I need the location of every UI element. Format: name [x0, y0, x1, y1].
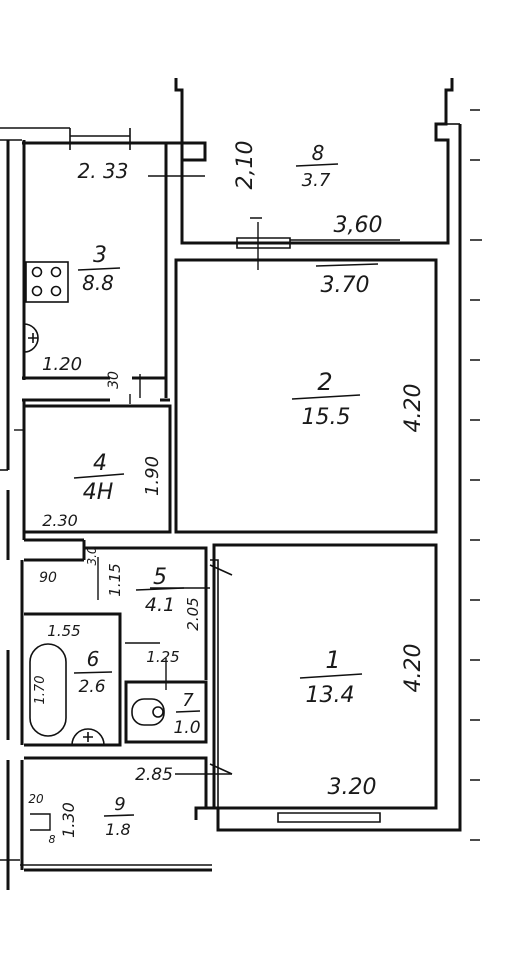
- room-area: 13.4: [306, 683, 355, 708]
- dimension-label: 90: [39, 570, 57, 586]
- room-label-3: 3 8.8: [77, 243, 121, 295]
- dimension-label: 2. 33: [78, 159, 129, 183]
- dimension-label: 1.20: [42, 354, 82, 375]
- room-number: 7: [182, 690, 194, 711]
- room-number: 1: [325, 646, 340, 674]
- room-label-6: 6 2.6: [73, 647, 113, 697]
- kitchen-sink-icon: [23, 323, 39, 353]
- dimension-label: 3,60: [334, 213, 383, 238]
- washbasin-icon: [71, 728, 105, 746]
- room-number: 5: [153, 565, 167, 590]
- dimension-label: 1.55: [47, 622, 80, 640]
- room-label-5: 5 4.1: [135, 565, 185, 616]
- room-area: 3.7: [302, 170, 331, 191]
- room-area: 4Н: [83, 480, 114, 505]
- stove-icon: [25, 261, 69, 303]
- dimension-label: 2.05: [184, 597, 202, 630]
- dimension-label: 8: [49, 833, 56, 846]
- room-area: 15.5: [302, 405, 351, 430]
- room-number: 6: [87, 647, 100, 671]
- room-area: 1.8: [105, 820, 130, 839]
- room-area: 4.1: [145, 594, 175, 616]
- dimension-labels: 2,10 3,60 2. 33 1.20 30 3.70 4.20 1.90 2…: [28, 141, 426, 846]
- dimension-underline: [315, 263, 379, 267]
- room-number: 9: [114, 794, 125, 815]
- dimension-label: 3.20: [328, 775, 377, 800]
- dimension-label: 1.90: [142, 456, 163, 496]
- bathtub-icon: [29, 643, 67, 737]
- dimension-label: 4.20: [401, 644, 426, 693]
- room-number: 8: [312, 141, 325, 165]
- room-number: 3: [93, 243, 107, 268]
- room-label-8: 8 3.7: [295, 141, 339, 191]
- dimension-label: 2.30: [42, 511, 78, 530]
- room-label-2: 2 15.5: [291, 368, 361, 430]
- room-label-7: 7 1.0: [173, 690, 200, 738]
- dimension-label: 1.70: [33, 676, 48, 705]
- dimension-label: 3.70: [321, 273, 370, 298]
- dimension-label: 30: [106, 371, 122, 389]
- room-area: 1.0: [173, 718, 200, 738]
- dimension-label: 20: [28, 792, 44, 806]
- dimension-label: 4.20: [401, 384, 426, 433]
- toilet-icon: [131, 698, 165, 726]
- room-label-1: 1 13.4: [299, 646, 363, 708]
- dimension-label: 1.30: [59, 802, 78, 838]
- room-label-4: 4 4Н: [73, 451, 125, 505]
- dimension-label: 2.85: [135, 765, 173, 785]
- room-label-9: 9 1.8: [103, 794, 135, 839]
- room-number: 4: [93, 451, 107, 476]
- dimension-label: 3.0: [85, 546, 99, 565]
- room-number: 2: [317, 368, 332, 396]
- dimension-label: 2,10: [233, 141, 258, 190]
- dimension-label: 1.15: [106, 563, 124, 596]
- room-area: 8.8: [82, 271, 114, 295]
- fixtures: [14, 109, 482, 841]
- dimension-label: 1.25: [146, 648, 179, 666]
- walls: [0, 78, 462, 890]
- room-area: 2.6: [78, 677, 105, 697]
